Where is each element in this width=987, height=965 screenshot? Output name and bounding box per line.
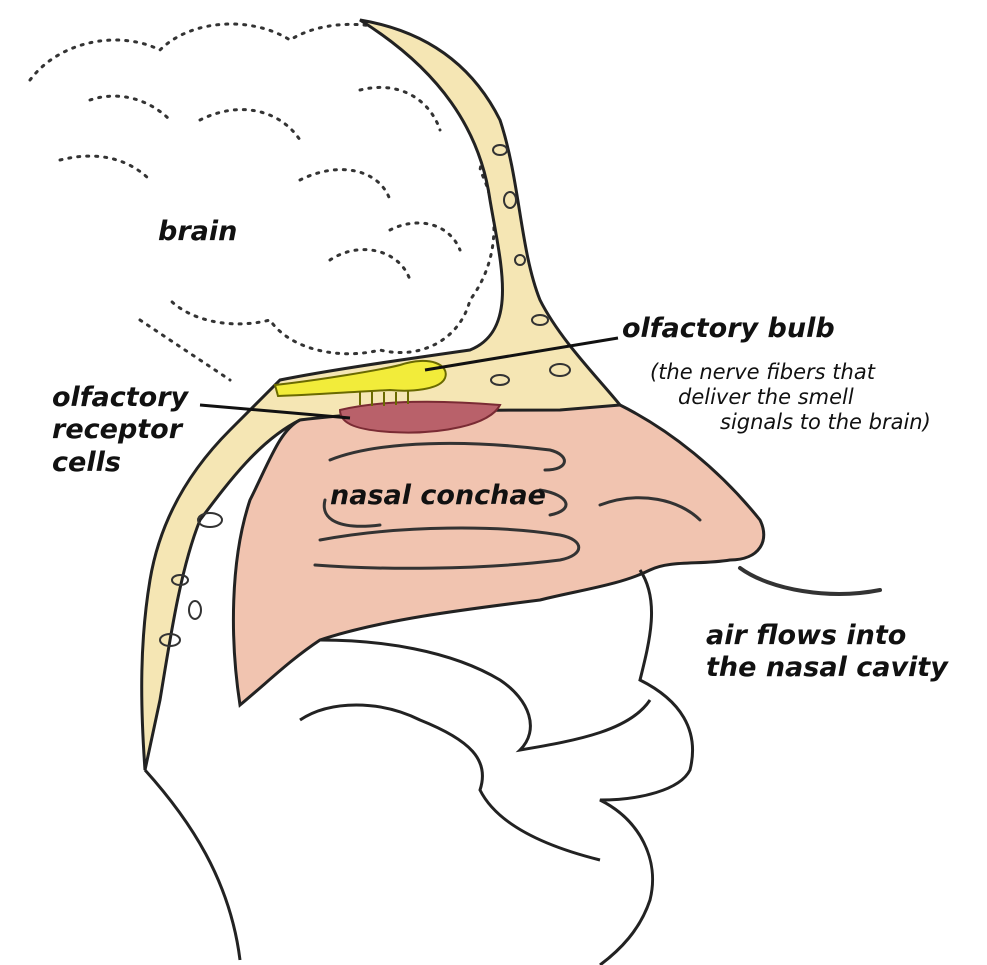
label-olfactory-bulb: olfactory bulb bbox=[622, 313, 835, 345]
label-brain: brain bbox=[158, 216, 237, 248]
air-flow-line: air flows into bbox=[706, 620, 948, 652]
bulb-note-line: signals to the brain) bbox=[650, 410, 931, 435]
air-flow-curve bbox=[740, 568, 880, 594]
bulb-note-line: deliver the smell bbox=[650, 385, 931, 410]
receptor-line: receptor bbox=[52, 414, 188, 446]
skull-bone bbox=[142, 20, 620, 770]
jaw-curve bbox=[300, 705, 600, 860]
nasal-cavity bbox=[233, 405, 763, 705]
label-olfactory-receptor-cells: olfactory receptor cells bbox=[52, 382, 188, 479]
bulb-note-line: (the nerve fibers that bbox=[650, 360, 931, 385]
label-olfactory-bulb-note: (the nerve fibers that deliver the smell… bbox=[650, 360, 931, 436]
face-outline bbox=[145, 570, 693, 965]
receptor-line: cells bbox=[52, 447, 188, 479]
receptor-line: olfactory bbox=[52, 382, 188, 414]
mouth-curve bbox=[320, 640, 650, 750]
label-air-flow: air flows into the nasal cavity bbox=[706, 620, 948, 685]
label-nasal-conchae: nasal conchae bbox=[330, 480, 546, 512]
air-flow-line: the nasal cavity bbox=[706, 652, 948, 684]
